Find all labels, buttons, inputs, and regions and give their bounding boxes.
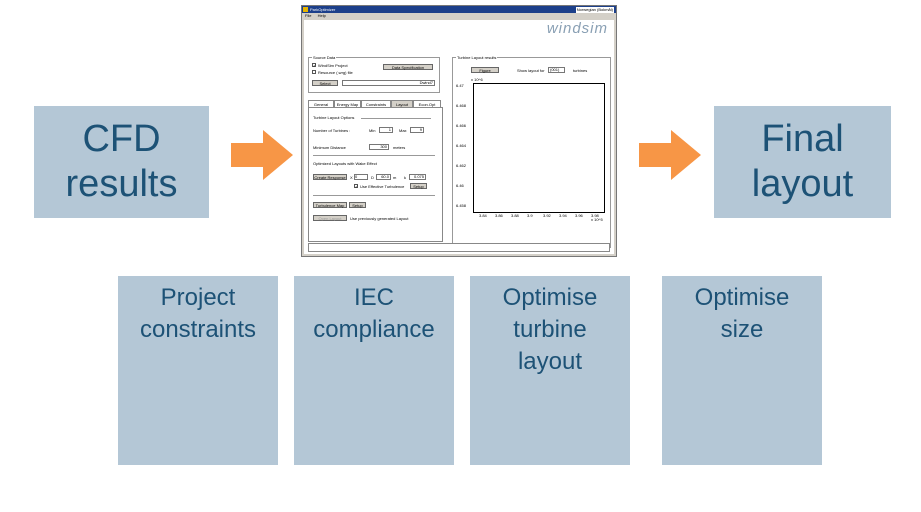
min-turbines-field[interactable]: 1: [379, 127, 393, 133]
park-optimizer-window: ParkOptimizer Norwegian (Bokmål) File He…: [301, 5, 617, 257]
turbines-label: turbines: [573, 68, 588, 73]
effective-turbulence-checkbox[interactable]: ✓: [354, 184, 359, 189]
step-label: Optimise size: [694, 284, 790, 343]
window-body: windsim Source Data ✓ WindSim Project Re…: [304, 20, 614, 254]
menu-bar: File Help: [302, 13, 616, 19]
x-axis-exponent: x 10^5: [591, 217, 603, 222]
y-tick-label: 6.47: [456, 83, 464, 88]
y-tick-label: 6.466: [456, 123, 467, 128]
x-select[interactable]: 0: [354, 174, 368, 180]
cfd-results-label: CFD results: [65, 118, 178, 205]
final-layout-label: Final layout: [751, 118, 854, 205]
optimized-layouts-label: Optimized Layouts with Wake Effect: [313, 161, 377, 166]
tab-constraints[interactable]: Constraints: [361, 100, 391, 107]
menu-help[interactable]: Help: [317, 13, 326, 18]
turbine-layout-options-label: Turbine Layout Options: [313, 115, 355, 120]
y-tick-label: 6.464: [456, 143, 467, 148]
x-tick-label: 3.86: [495, 213, 503, 218]
cfd-results-box: CFD results: [34, 106, 209, 218]
tab-general[interactable]: General: [308, 100, 334, 107]
y-tick-label: 6.462: [456, 163, 467, 168]
effective-turbulence-label: Use Effective Turbulence: [360, 184, 405, 189]
layout-plot: 6.47 6.468 6.466 6.464 6.462 6.46 6.458 3.84 3.…: [453, 70, 610, 240]
step-iec-compliance: IEC compliance: [294, 276, 454, 465]
num-turbines-label: Number of Turbines :: [313, 128, 351, 133]
source-data-group: Source Data ✓ WindSim Project Resource (…: [308, 55, 440, 93]
y-axis-exponent: x 10^6: [471, 77, 483, 82]
k-field[interactable]: 0.075: [409, 174, 426, 180]
step-label: Optimise turbine layout: [502, 284, 598, 375]
x-tick-label: 3.88: [511, 213, 519, 218]
arrow-right-icon: [231, 130, 293, 180]
x-tick-label: 3.98: [591, 213, 599, 218]
turbulence-map-button[interactable]: Turbulence Map: [313, 202, 347, 208]
tab-econ-opt[interactable]: Econ.Opt: [413, 100, 441, 107]
show-layout-label: Show layout for: [517, 68, 545, 73]
results-legend: Turbine Layout results: [456, 55, 498, 60]
m-label: m: [393, 175, 397, 180]
step-optimise-turbine-layout: Optimise turbine layout: [470, 276, 630, 465]
k-label: k: [404, 175, 406, 180]
use-previous-layout-label: Use previously generated Layout: [350, 216, 409, 221]
min-distance-field[interactable]: 300: [369, 144, 389, 150]
x-tick-label: 3.94: [559, 213, 567, 218]
windsim-logo: windsim: [546, 20, 608, 37]
layout-tab-content: Turbine Layout Options Number of Turbine…: [308, 107, 443, 242]
select-button[interactable]: Select: [312, 80, 338, 86]
resource-grid-label: Resource (.wrg) file: [318, 70, 353, 75]
max-label: Max: [399, 128, 407, 133]
step-label: Project constraints: [139, 284, 257, 343]
create-response-button[interactable]: Create Response: [313, 174, 347, 180]
x-tick-label: 3.92: [543, 213, 551, 218]
app-icon: [303, 7, 308, 12]
divider: [313, 195, 435, 196]
data-specification-button[interactable]: Data Specification: [383, 64, 433, 70]
step-project-constraints: Project constraints: [118, 276, 278, 465]
tab-energy-map[interactable]: Energy Map: [334, 100, 361, 107]
status-bar: [308, 243, 610, 252]
menu-file[interactable]: File: [305, 13, 312, 18]
arrow-right-icon: [639, 130, 701, 180]
turbine-count-select[interactable]: (001): [548, 67, 565, 73]
setup-button[interactable]: Setup: [410, 183, 427, 189]
tab-layout[interactable]: Layout: [391, 100, 413, 107]
turbine-layout-results-group: Turbine Layout results Figure Show layou…: [452, 55, 611, 248]
y-tick-label: 6.46: [456, 183, 464, 188]
min-label: Min: [369, 128, 376, 133]
open-layout-button[interactable]: Open Layout: [313, 215, 347, 221]
plot-axes: [473, 83, 605, 213]
meters-label: meters: [393, 145, 406, 150]
setup-button[interactable]: Setup: [349, 202, 366, 208]
divider: [313, 155, 435, 156]
source-data-legend: Source Data: [312, 55, 337, 60]
x-tick-label: 3.96: [575, 213, 583, 218]
final-layout-box: Final layout: [714, 106, 891, 218]
project-path-field[interactable]: Dwind7: [342, 80, 435, 86]
x-tick-label: 3.9: [527, 213, 533, 218]
windsim-project-checkbox[interactable]: ✓: [312, 63, 317, 68]
y-tick-label: 6.468: [456, 103, 467, 108]
language-indicator: Norwegian (Bokmål): [575, 6, 614, 13]
settings-tab-panel: General Energy Map Constraints Layout Ec…: [308, 100, 448, 247]
x-tick-label: 3.84: [479, 213, 487, 218]
d-label: D: [371, 175, 374, 180]
figure-button[interactable]: Figure: [471, 67, 499, 73]
y-tick-label: 6.458: [456, 203, 467, 208]
window-titlebar: ParkOptimizer Norwegian (Bokmål): [302, 6, 616, 13]
step-label: IEC compliance: [313, 284, 435, 343]
windsim-project-label: WindSim Project: [318, 63, 348, 68]
max-turbines-field[interactable]: 9: [410, 127, 424, 133]
d-field[interactable]: 60.0: [376, 174, 391, 180]
step-optimise-size: Optimise size: [662, 276, 822, 465]
x-label: X: [350, 175, 353, 180]
min-distance-label: Minimum Distance: [313, 145, 346, 150]
window-title: ParkOptimizer: [310, 7, 336, 12]
resource-grid-checkbox[interactable]: [312, 70, 316, 74]
divider: [361, 118, 431, 119]
